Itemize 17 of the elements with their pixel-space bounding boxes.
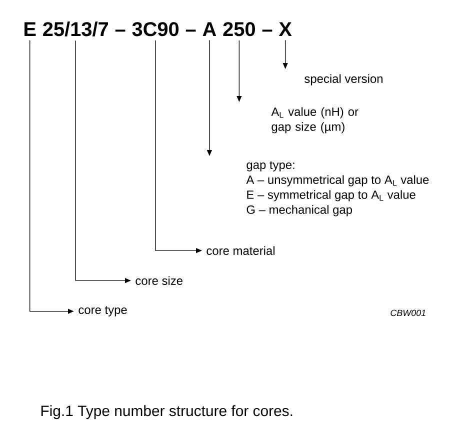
dash: – (262, 30, 272, 32)
type-code-part: E (24, 22, 36, 36)
description-text: core size (136, 276, 182, 285)
description-text: special version (304, 74, 382, 86)
type-code-part: 3C90 (132, 22, 179, 36)
description-text: gap type: A – unsymmetrical gap to A$_{L}$ value E – symmetrical gap to A$_{L}$ value G – mechanical gap (246, 161, 429, 216)
type-code-part: 25/13/7 (43, 22, 108, 36)
dash: – (186, 30, 196, 32)
description-text: A$_{L}$ value (nH) or gap size (µm) (271, 107, 358, 134)
type-code-part: X (278, 22, 292, 36)
type-code-part: 250 (223, 22, 255, 36)
description-text: core type (78, 306, 127, 316)
figure-code: CBW001 (390, 310, 426, 316)
description-text: core material (206, 246, 274, 255)
type-code-part: A (202, 22, 216, 36)
caption: Fig.1 Type number structure for cores. (41, 405, 292, 420)
dash: – (115, 30, 126, 32)
